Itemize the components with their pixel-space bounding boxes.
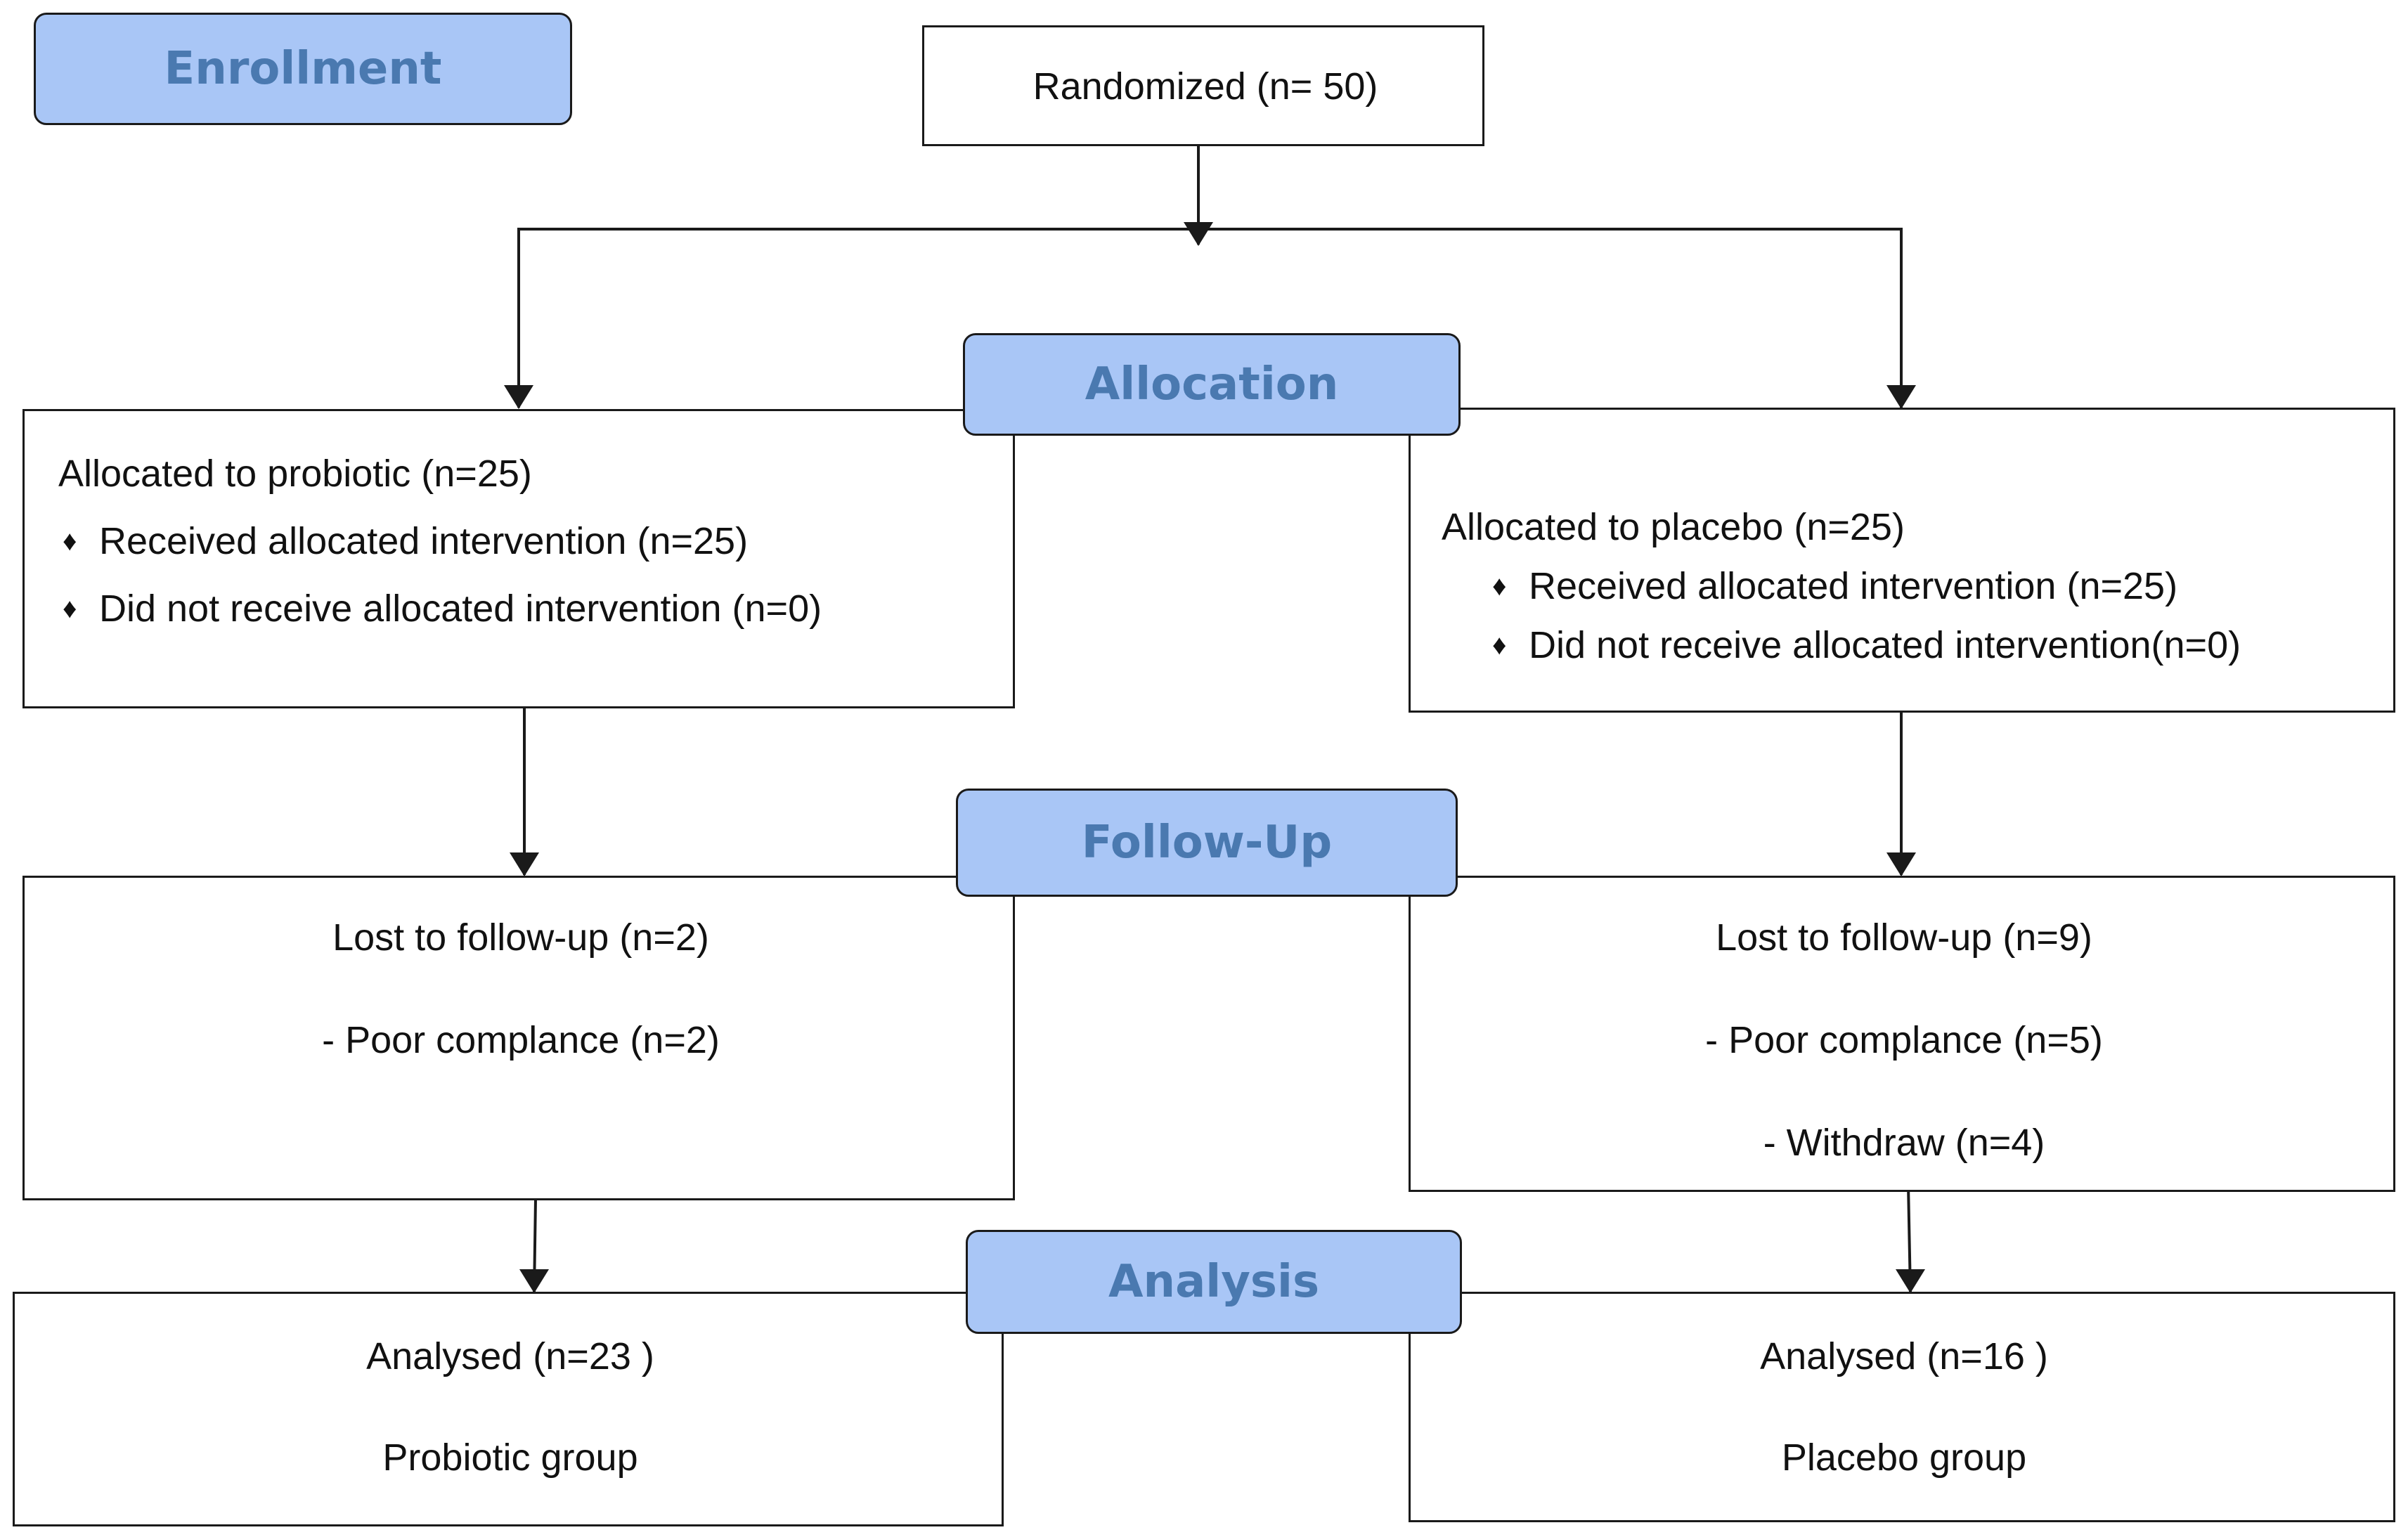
arrowhead-right-analysis (1896, 1269, 1925, 1293)
placebo-analysis-box: Analysed (n=16 ) Placebo group (1409, 1292, 2395, 1522)
probiotic-analysis-box: Analysed (n=23 ) Probiotic group (13, 1292, 1004, 1526)
probiotic-allocation-box: Allocated to probiotic (n=25) ♦ Received … (22, 409, 1015, 708)
arrowhead-left-allocation (504, 385, 533, 409)
diamond-bullet-icon: ♦ (63, 592, 77, 624)
diamond-bullet-icon: ♦ (1492, 629, 1507, 661)
probiotic-received-text: Received allocated intervention (n=25) (99, 520, 749, 562)
placebo-allocation-box: Allocated to placebo (n=25) ♦ Received al… (1409, 408, 2395, 713)
stage-allocation-label: Allocation (1085, 358, 1339, 410)
placebo-received-text: Received allocated intervention (n=25) (1529, 565, 2178, 607)
diamond-bullet-icon: ♦ (1492, 570, 1507, 602)
stage-allocation: Allocation (963, 333, 1461, 436)
placebo-received-item: ♦ Received allocated intervention (n=25) (1492, 567, 2177, 605)
arrowhead-right-followup (1886, 852, 1916, 876)
stage-enrollment: Enrollment (34, 13, 572, 125)
probiotic-group-text: Probiotic group (382, 1437, 638, 1479)
probiotic-not-received-item: ♦ Did not receive allocated intervention … (63, 590, 822, 628)
arrowhead-randomized (1184, 222, 1213, 246)
placebo-allocated-text: Allocated to placebo (n=25) (1442, 506, 1905, 548)
probiotic-not-received-text: Did not receive allocated intervention (… (99, 588, 822, 630)
stage-follow-up: Follow-Up (956, 789, 1458, 897)
placebo-not-received-text: Did not receive allocated intervention(n… (1529, 624, 2241, 666)
stage-analysis-label: Analysis (1108, 1256, 1320, 1308)
randomized-text: Randomized (n= 50) (1033, 65, 1378, 108)
probiotic-analysed-text: Analysed (n=23 ) (366, 1335, 654, 1377)
probiotic-followup-box: Lost to follow-up (n=2) - Poor complance… (22, 876, 1015, 1200)
probiotic-allocated-text: Allocated to probiotic (n=25) (58, 453, 532, 495)
split-horizontal-line (517, 228, 1903, 408)
placebo-followup-box: Lost to follow-up (n=9) - Poor complance… (1409, 876, 2395, 1192)
placebo-analysed-text: Analysed (n=16 ) (1760, 1335, 2048, 1377)
probiotic-poor-compliance-text: - Poor complance (n=2) (322, 1019, 720, 1061)
probiotic-received-item: ♦ Received allocated intervention (n=25) (63, 522, 748, 560)
stage-follow-up-label: Follow-Up (1081, 817, 1333, 869)
arrowhead-left-followup (510, 852, 539, 876)
placebo-poor-compliance-text: - Poor complance (n=5) (1705, 1019, 2103, 1061)
randomized-box: Randomized (n= 50) (922, 25, 1484, 146)
diamond-bullet-icon: ♦ (63, 525, 77, 557)
arrowhead-right-allocation (1886, 385, 1916, 409)
stage-analysis: Analysis (966, 1230, 1462, 1334)
probiotic-lost-text: Lost to follow-up (n=2) (332, 916, 709, 959)
stage-enrollment-label: Enrollment (164, 43, 442, 95)
placebo-not-received-item: ♦ Did not receive allocated intervention(… (1492, 626, 2241, 664)
placebo-group-text: Placebo group (1781, 1437, 2027, 1479)
placebo-lost-text: Lost to follow-up (n=9) (1716, 916, 2092, 959)
arrowhead-left-analysis (519, 1269, 549, 1293)
placebo-withdraw-text: - Withdraw (n=4) (1763, 1122, 2045, 1164)
